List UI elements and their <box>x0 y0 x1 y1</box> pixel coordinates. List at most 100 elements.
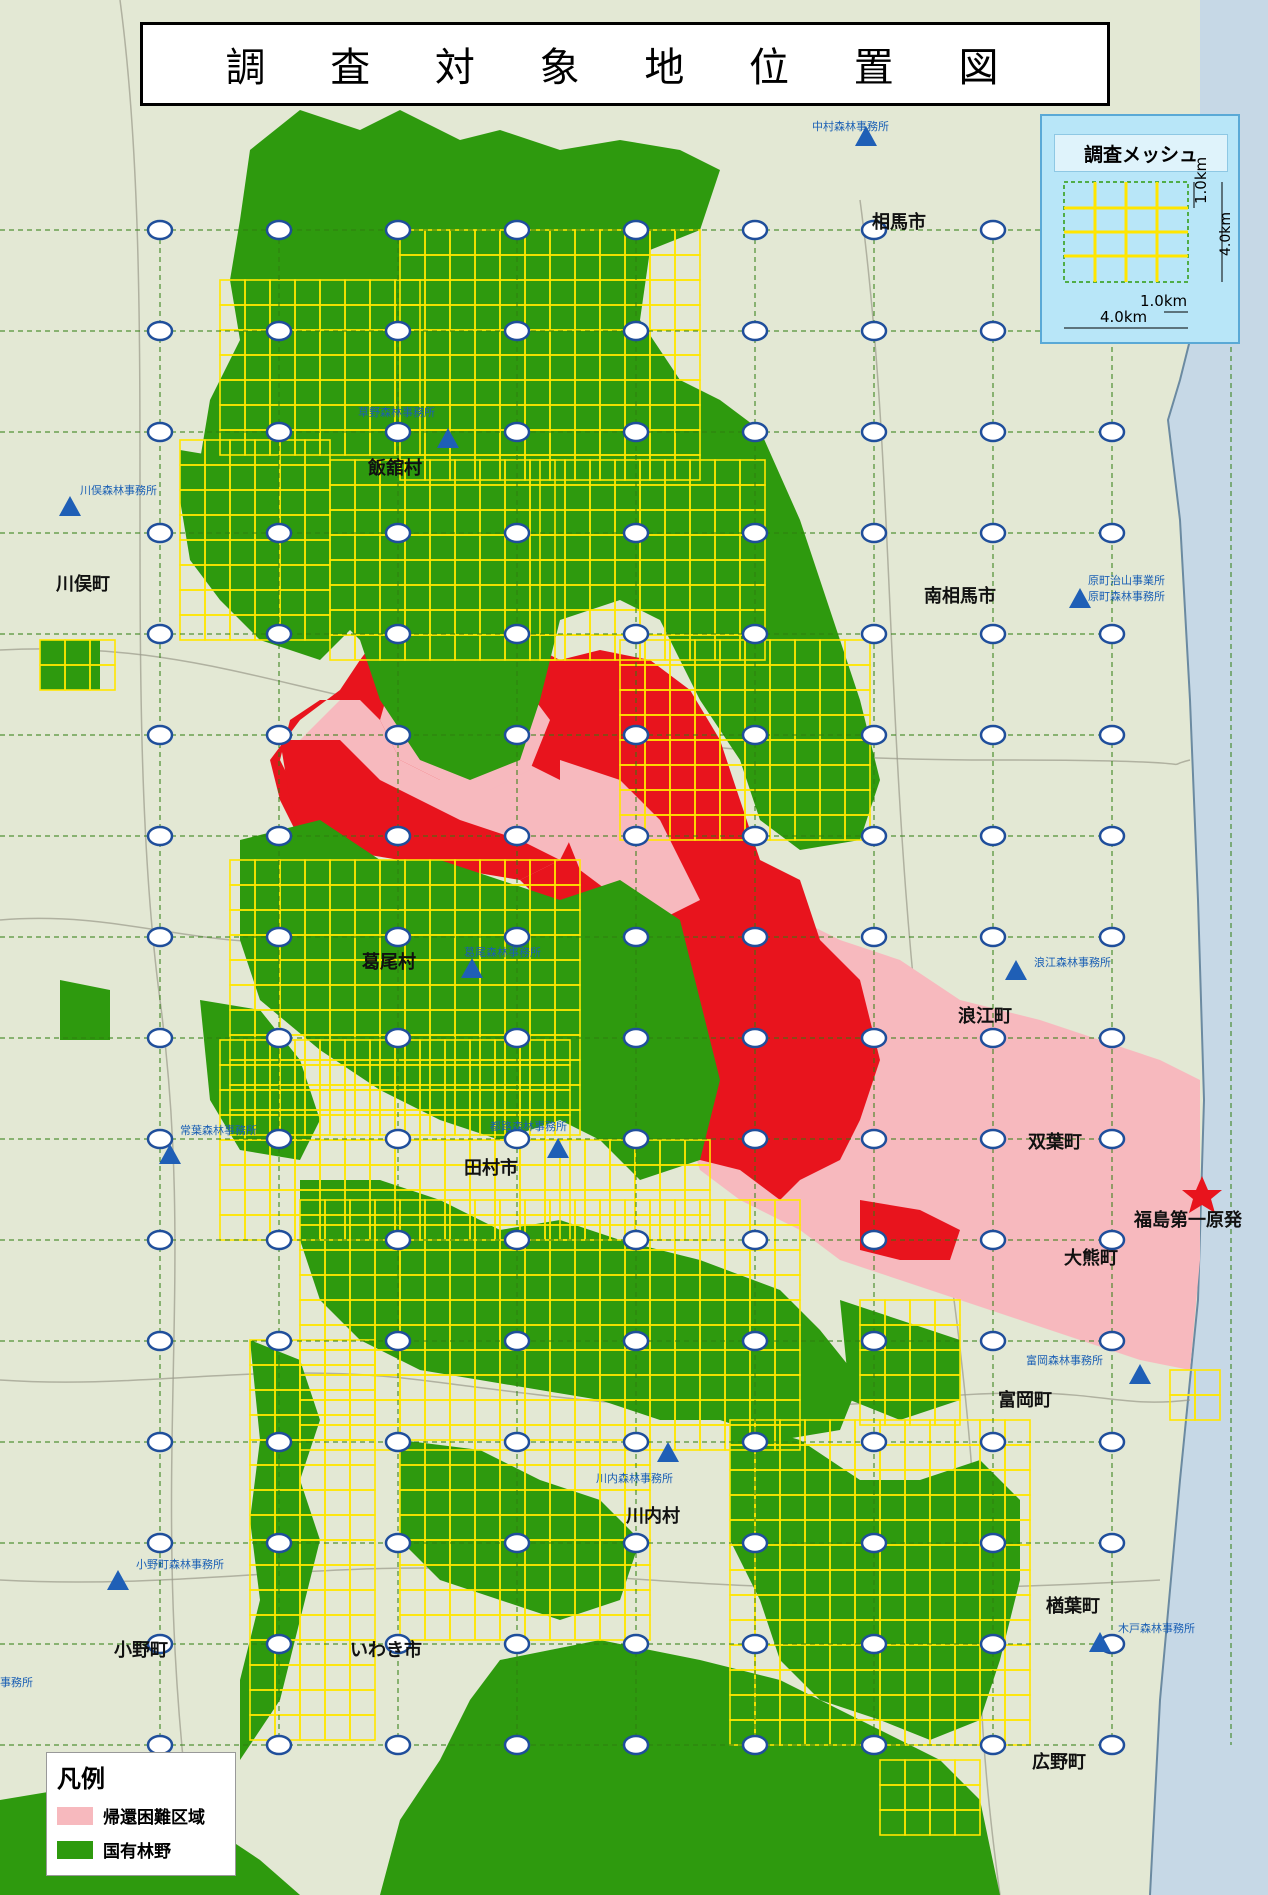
survey-point-marker <box>622 1734 650 1756</box>
survey-point-marker <box>384 1633 412 1655</box>
place-label-kawamata: 川俣町 <box>56 574 110 595</box>
survey-point-marker <box>1098 825 1126 847</box>
survey-point-marker <box>741 522 769 544</box>
survey-point-marker <box>265 1229 293 1251</box>
survey-mesh-cell <box>1194 1394 1221 1421</box>
forest-patch <box>840 1300 960 1420</box>
place-label-futaba: 双葉町 <box>1028 1132 1082 1153</box>
survey-point-marker <box>265 1532 293 1554</box>
survey-point-marker <box>265 623 293 645</box>
survey-point-marker <box>622 1330 650 1352</box>
survey-point-marker <box>979 219 1007 241</box>
survey-point-marker <box>384 1431 412 1453</box>
survey-point-marker <box>622 1229 650 1251</box>
survey-point-marker <box>979 623 1007 645</box>
survey-point-marker <box>503 421 531 443</box>
survey-mesh-cell <box>89 664 116 691</box>
survey-point-marker <box>384 926 412 948</box>
survey-point-marker <box>622 1128 650 1150</box>
forest-office-triangle-icon <box>1129 1364 1151 1384</box>
survey-point-marker <box>622 926 650 948</box>
survey-point-marker <box>622 1027 650 1049</box>
survey-point-marker <box>146 1431 174 1453</box>
survey-point-marker <box>979 522 1007 544</box>
title-box: 調 査 対 象 地 位 置 図 <box>140 22 1110 106</box>
survey-point-marker <box>1098 623 1126 645</box>
survey-point-marker <box>146 724 174 746</box>
place-label-fukushima-daiichi: 福島第一原発 <box>1134 1210 1242 1231</box>
survey-point-marker <box>979 825 1007 847</box>
legend-item-national-forest: 国有林野 <box>57 1837 171 1862</box>
survey-point-marker <box>979 1431 1007 1453</box>
survey-point-marker <box>979 320 1007 342</box>
survey-point-marker <box>860 1330 888 1352</box>
survey-point-marker <box>146 421 174 443</box>
place-label-iwaki: いわき市 <box>350 1640 422 1661</box>
survey-point-marker <box>1098 1532 1126 1554</box>
office-label-kawamata: 川俣森林事務所 <box>80 484 157 497</box>
survey-point-marker <box>860 825 888 847</box>
nuclear-plant-star-icon <box>1182 1176 1222 1213</box>
legend-swatch-green <box>57 1840 93 1859</box>
coarse-grid-layer <box>0 219 1232 1756</box>
survey-point-marker <box>860 219 888 241</box>
survey-point-marker <box>265 825 293 847</box>
survey-point-marker <box>741 1330 769 1352</box>
survey-point-marker <box>384 825 412 847</box>
survey-point-marker <box>265 219 293 241</box>
survey-point-marker <box>503 724 531 746</box>
coastline <box>1149 299 1206 1895</box>
mesh-big-horizontal-label: 4.0km <box>1100 308 1148 326</box>
survey-point-marker <box>265 522 293 544</box>
survey-point-marker <box>979 1532 1007 1554</box>
survey-point-marker <box>384 1128 412 1150</box>
survey-mesh-cell <box>554 1109 581 1136</box>
forest-office-triangle-icon <box>1005 960 1027 980</box>
survey-point-marker <box>741 1027 769 1049</box>
survey-point-marker <box>146 623 174 645</box>
survey-point-marker <box>860 1532 888 1554</box>
survey-point-marker <box>741 1532 769 1554</box>
survey-point-marker <box>265 1330 293 1352</box>
survey-point-marker <box>384 1734 412 1756</box>
survey-point-marker <box>741 219 769 241</box>
survey-point-marker <box>860 421 888 443</box>
forest-office-triangle-icon <box>59 496 81 516</box>
survey-point-marker <box>860 1229 888 1251</box>
forest-office-triangle-icon <box>547 1138 569 1158</box>
forest-patch <box>180 450 360 660</box>
survey-point-marker <box>860 522 888 544</box>
mesh-small-vertical-label: 1.0km <box>1192 156 1210 204</box>
survey-point-marker <box>146 1027 174 1049</box>
survey-point-marker <box>979 1330 1007 1352</box>
survey-mesh-cell <box>954 1809 981 1836</box>
survey-point-marker <box>384 724 412 746</box>
survey-point-marker <box>860 1734 888 1756</box>
mesh-legend-title: 調査メッシュ <box>1054 134 1228 172</box>
legend-title: 凡例 <box>57 1765 105 1793</box>
survey-point-marker <box>384 1330 412 1352</box>
survey-point-marker <box>622 1532 650 1554</box>
survey-point-marker <box>1098 1330 1126 1352</box>
survey-point-marker <box>146 219 174 241</box>
office-label-haramachi-chisan: 原町治山事業所 <box>1088 574 1165 587</box>
office-label-kawauchi: 川内森林事務所 <box>596 1472 673 1485</box>
survey-point-marker <box>979 1128 1007 1150</box>
survey-point-marker <box>503 1734 531 1756</box>
survey-point-marker <box>265 1128 293 1150</box>
survey-point-marker <box>503 219 531 241</box>
survey-point-marker <box>741 825 769 847</box>
survey-point-marker <box>503 1633 531 1655</box>
forest-office-triangle-icon <box>855 126 877 146</box>
survey-point-marker <box>384 1027 412 1049</box>
survey-point-marker <box>622 219 650 241</box>
forest-office-triangle-icon <box>1089 1632 1111 1652</box>
forest-office-triangle-icon <box>461 958 483 978</box>
page-title: 調 査 対 象 地 位 置 図 <box>225 45 1025 91</box>
survey-point-marker <box>265 926 293 948</box>
office-label-miyakoji: 都路森林事務所 <box>490 1120 567 1133</box>
survey-point-marker <box>265 724 293 746</box>
survey-point-marker <box>503 1027 531 1049</box>
legend-swatch-pink <box>57 1806 93 1825</box>
survey-point-marker <box>741 1229 769 1251</box>
